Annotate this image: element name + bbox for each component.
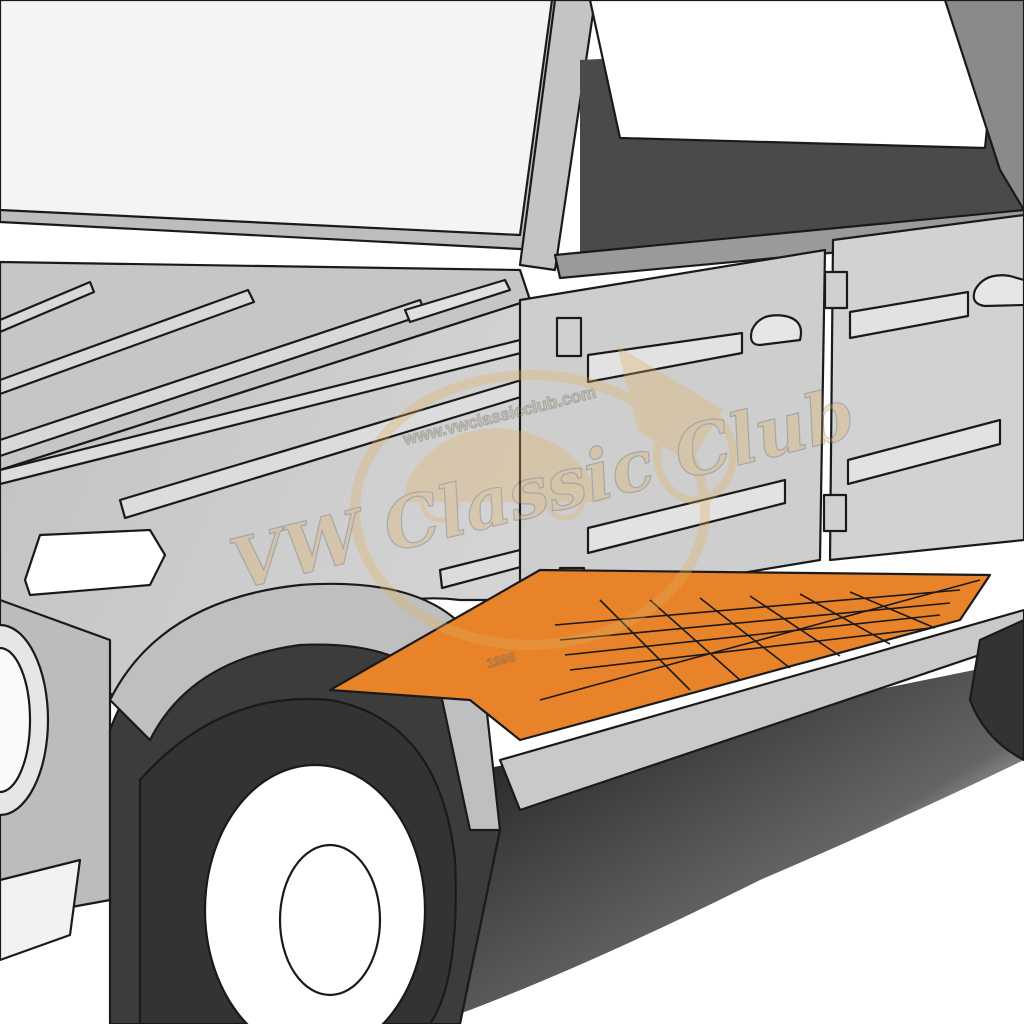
rear-door (828, 213, 1024, 562)
rear-pillar (943, 0, 1024, 212)
windshield-glass (0, 0, 554, 237)
floor-pan-highlight (328, 568, 992, 742)
door-handle-icon (749, 274, 1024, 347)
door-ribs (586, 290, 1002, 555)
side-window-opening (588, 0, 1002, 150)
front-bumper (0, 858, 82, 962)
door-sill-top (553, 208, 1024, 280)
hood-ribs (0, 280, 428, 458)
rocker-panel (498, 608, 1024, 812)
front-door (518, 248, 827, 612)
turn-signal-icon (23, 528, 167, 597)
wiper-arm (403, 278, 512, 324)
a-pillar (518, 0, 597, 272)
floor-pan-ribs (539, 579, 981, 701)
